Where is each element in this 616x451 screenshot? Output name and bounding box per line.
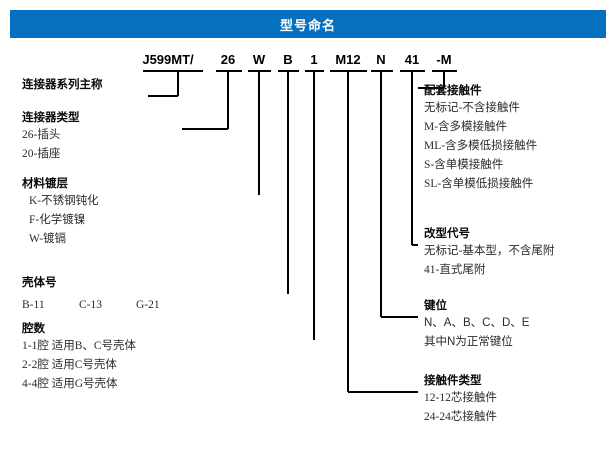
block-heading: 连接器类型 [22,112,80,124]
label-block-right-2: 键位 N、A、B、C、D、E 其中N为正常键位 [424,299,529,352]
block-item: 无标记-基本型，不含尾附 [424,245,555,257]
block-item: 无标记-不含接触件 [424,102,520,114]
block-heading: 腔数 [22,323,45,335]
block-item: 其中N为正常键位 [424,336,513,348]
block-heading: 键位 [424,300,447,312]
seg-plating: W [252,52,266,67]
shell-code: C-13 [79,299,102,311]
page-title: 型号命名 [279,17,336,33]
block-item: S-含单模接触件 [424,159,504,171]
block-item: N、A、B、C、D、E [424,317,530,329]
block-heading: 接触件类型 [424,375,482,387]
block-item: 20-插座 [22,148,61,160]
label-block-left-4: 腔数 1-1腔 适用B、C号壳体 2-2腔 适用C号壳体 4-4腔 适用G号壳体 [22,322,136,394]
label-block-left-1: 连接器类型 26-插头 20-插座 [22,111,80,164]
seg-series: J599MT/ [142,52,194,67]
block-item: K-不锈钢钝化 [29,195,99,207]
seg-keying: N [376,52,386,67]
shell-code-row: B-11 C-13 G-21 [22,296,193,315]
block-item: ML-含多模低损接触件 [424,140,538,152]
seg-shell: B [283,52,293,67]
seg-modification: 41 [404,52,420,67]
label-block-left-2: 材料镀层 K-不锈钢钝化 F-化学镀镍 W-镀镉 [22,177,99,249]
block-item: M-含多模接触件 [424,121,508,133]
block-heading: 材料镀层 [22,178,68,190]
seg-contact-set: -M [436,52,452,67]
block-heading: 连接器系列主称 [22,79,103,91]
block-item: 2-2腔 适用C号壳体 [22,359,117,371]
block-item: W-镀镉 [29,233,67,245]
header-bar: 型号命名 [10,10,606,38]
block-item: 41-直式尾附 [424,264,486,276]
label-block-right-3: 接触件类型 12-12芯接触件 24-24芯接触件 [424,374,497,427]
block-item: 26-插头 [22,129,61,141]
label-block-right-0: 配套接触件无标记-不含接触件 M-含多模接触件 ML-含多模低损接触件 S-含单模接触… [424,84,537,194]
block-item: 4-4腔 适用G号壳体 [22,378,118,390]
block-item: 12-12芯接触件 [424,392,497,404]
shell-code: G-21 [136,299,160,311]
seg-cavity: 1 [310,52,318,67]
block-heading: 配套接触件 [424,85,482,97]
block-item: 1-1腔 适用B、C号壳体 [22,340,137,352]
block-heading: 壳体号 [22,277,57,289]
block-heading: 改型代号 [424,228,470,240]
block-item: F-化学镀镍 [29,214,86,226]
label-block-left-3: 壳体号 [22,276,57,291]
seg-contact-type: M12 [335,52,361,67]
label-block-left-0: 连接器系列主称 [22,78,103,93]
seg-type: 26 [220,52,236,67]
block-item: SL-含单模低损接触件 [424,178,534,190]
shell-code: B-11 [22,299,45,311]
part-number-row: J599MT/26 W B 1 M12 N 41 -M [0,52,616,72]
label-block-right-1: 改型代号无标记-基本型，不含尾附 41-直式尾附 [424,227,554,280]
block-item: 24-24芯接触件 [424,411,497,423]
